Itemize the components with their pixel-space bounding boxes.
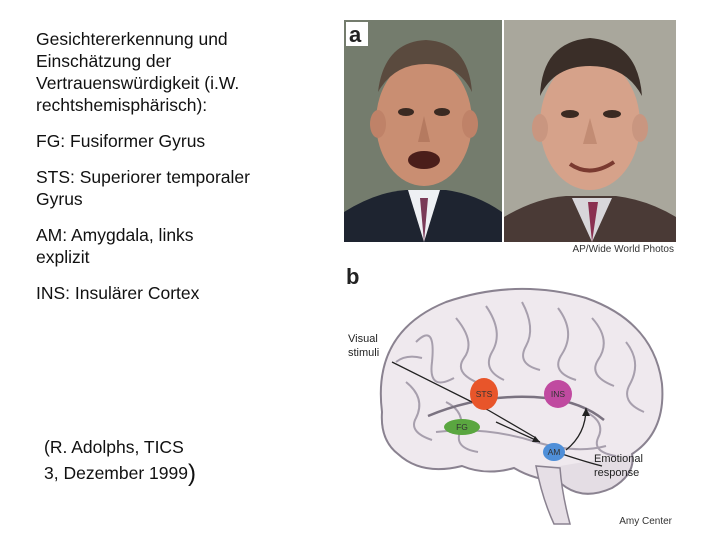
visual-stimuli-line2: stimuli (348, 347, 379, 359)
fg-definition: FG: Fusiformer Gyrus (36, 131, 206, 151)
panel-a-letter-bg (346, 22, 368, 46)
intro-paragraph: Gesichtererkennung und Einschätzung der … (36, 29, 240, 115)
image-credit: Amy Center (619, 516, 672, 527)
region-fg-label: FG (456, 422, 468, 432)
emotional-response-label: Emotional response (594, 453, 646, 479)
region-ins: INS (544, 380, 572, 408)
emotional-response-line2: response (594, 467, 639, 479)
citation-text: (R. Adolphs, TICS 3, Dezember 1999 (44, 437, 188, 483)
brain-illustration (379, 287, 664, 525)
citation-close-paren: ) (187, 460, 196, 487)
panel-b-letter: b (346, 264, 359, 289)
panel-b-brain-diagram: b (346, 264, 673, 527)
region-sts-label: STS (476, 389, 493, 399)
region-am: AM (543, 443, 565, 461)
ins-definition: INS: Insulärer Cortex (36, 283, 200, 303)
region-am-label: AM (548, 447, 561, 457)
region-sts: STS (470, 378, 498, 410)
portrait-left-photo (344, 20, 502, 242)
region-fg: FG (444, 419, 480, 435)
portrait-right-photo (504, 20, 676, 242)
visual-stimuli-label: Visual stimuli (348, 333, 381, 359)
emotional-response-line1: Emotional (594, 453, 643, 465)
panel-a-portraits: a AP/Wide World Photos (344, 20, 676, 255)
figure: a AP/Wide World Photos b (336, 12, 684, 532)
visual-stimuli-line1: Visual (348, 333, 378, 345)
am-definition: AM: Amygdala, links explizit (36, 225, 194, 267)
citation: (R. Adolphs, TICS 3, Dezember 1999) (44, 434, 196, 487)
region-ins-label: INS (551, 389, 566, 399)
description-text: Gesichtererkennung und Einschätzung der … (36, 28, 316, 318)
panel-a-letter: a (349, 22, 362, 47)
photo-credit: AP/Wide World Photos (572, 244, 674, 255)
sts-definition: STS: Superiorer temporaler Gyrus (36, 167, 250, 209)
